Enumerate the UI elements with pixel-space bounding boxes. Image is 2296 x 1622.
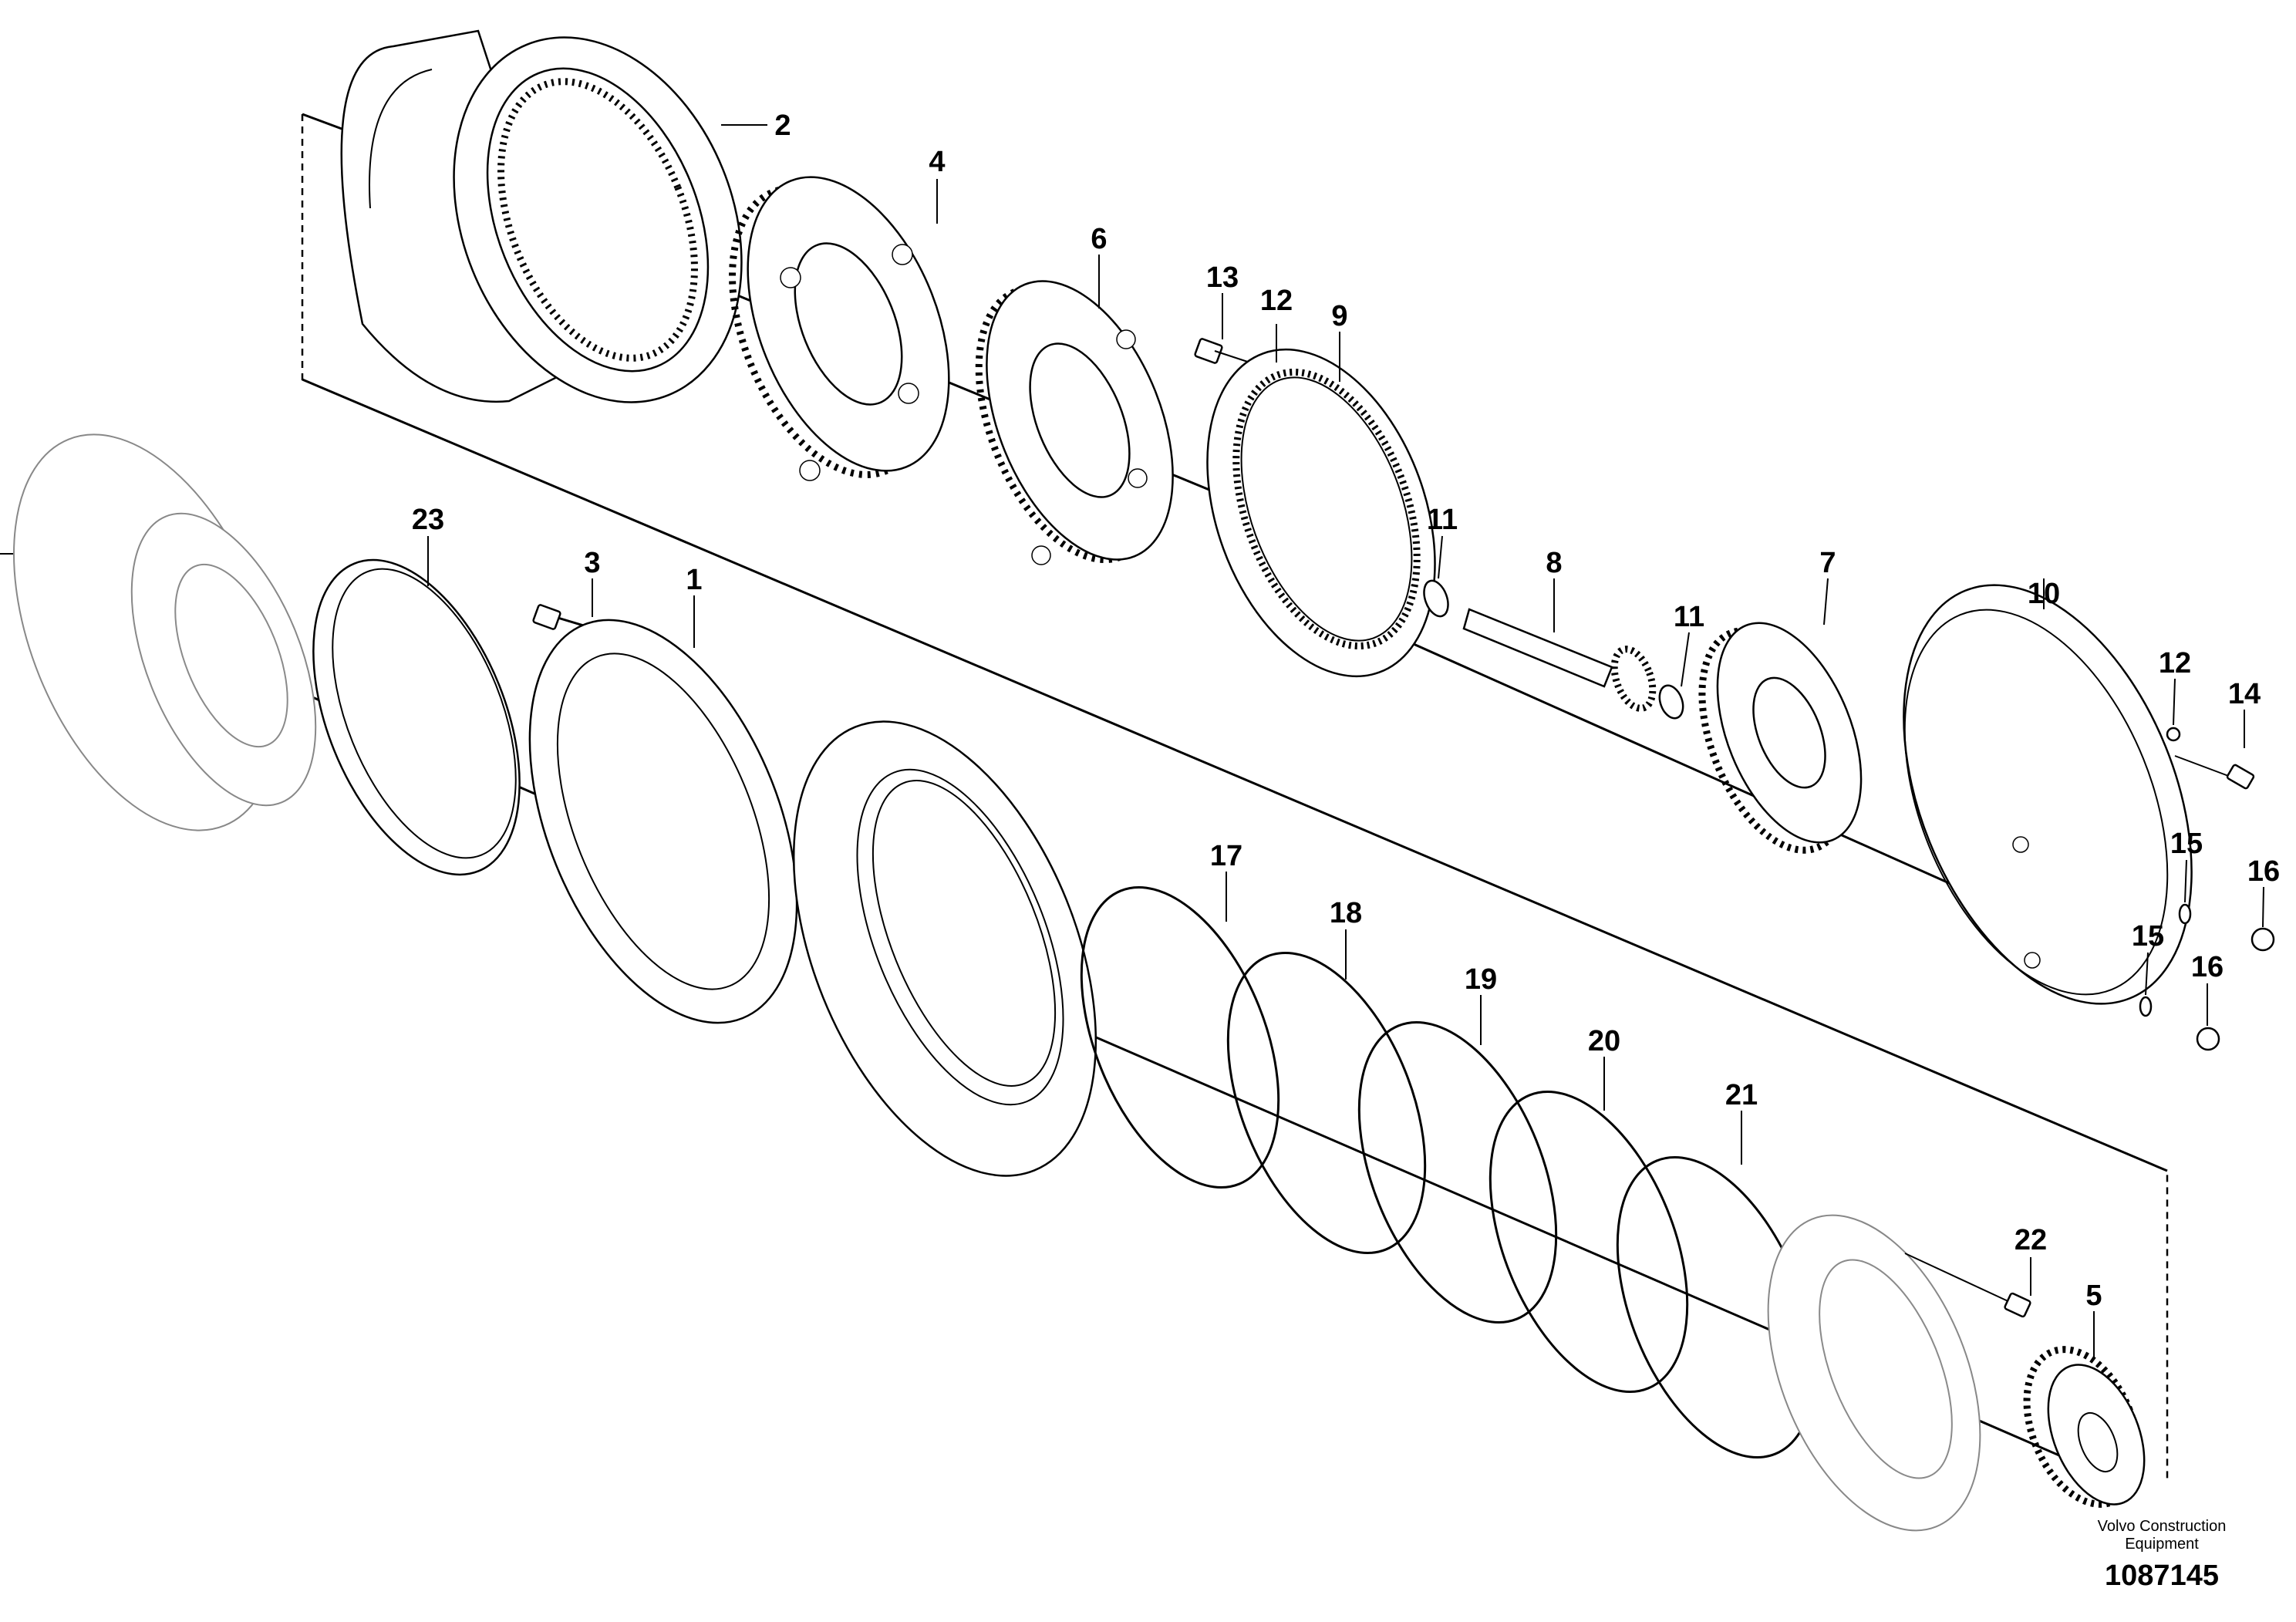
part-13-screw [1194, 338, 1269, 369]
part-4-planet-carrier [729, 176, 950, 481]
callout-21: 21 [1725, 1079, 1758, 1111]
callout-3: 3 [584, 547, 600, 579]
wheel-hub-reference [13, 433, 317, 831]
callout-4: 4 [929, 146, 945, 178]
part-20-o-ring [1489, 1091, 1689, 1393]
part-7-planet-carrier [1698, 622, 1863, 854]
part-9-internal-ring-gear [1206, 348, 1436, 678]
callout-11-b: 11 [1674, 601, 1704, 633]
bearing-flange-reference [1767, 1214, 1981, 1532]
part-16-nut [2250, 927, 2275, 952]
callout-13: 13 [1206, 261, 1239, 294]
part-14-screw [2174, 755, 2255, 790]
credit-line-1: Volvo Construction [2098, 1518, 2227, 1535]
part-12-washer-2 [2166, 727, 2181, 742]
callout-19: 19 [1465, 963, 1497, 996]
callout-1: 1 [686, 564, 702, 596]
callout-6: 6 [1091, 223, 1107, 255]
callout-leaders [427, 124, 2264, 1357]
callout-7: 7 [1819, 547, 1836, 579]
callout-12-b: 12 [2159, 647, 2191, 679]
part-15-washer-2 [2139, 996, 2153, 1017]
part-19-o-ring [1357, 1021, 1558, 1324]
callout-22: 22 [2014, 1224, 2047, 1256]
callout-9: 9 [1331, 300, 1347, 332]
callout-11: 11 [1427, 504, 1458, 536]
assembly-line-axis-upper [302, 378, 2168, 1172]
part-22-screw [1904, 1253, 2031, 1318]
part-6-planet-carrier [975, 280, 1174, 565]
callout-labels: 2 4 6 13 12 9 11 8 11 7 10 12 14 15 16 1… [412, 110, 2280, 1312]
dashed-assembly-line [301, 114, 2169, 1479]
part-10-cover [1903, 584, 2193, 1005]
part-5-pinion-gear [2023, 1346, 2146, 1508]
drawing-number: 1087145 [2105, 1560, 2219, 1592]
part-2-ring-gear-housing [340, 29, 743, 403]
part-18-o-ring [1226, 952, 1427, 1254]
callout-8: 8 [1546, 547, 1562, 579]
part-15-washer [2178, 903, 2192, 925]
callout-16-b: 16 [2191, 951, 2224, 983]
credit-line-2: Equipment [2125, 1536, 2199, 1553]
part-11-snap-ring-2 [1658, 684, 1684, 720]
callout-17: 17 [1210, 840, 1242, 872]
callout-12: 12 [1260, 285, 1293, 317]
part-23-seal [312, 558, 521, 876]
callout-23: 23 [412, 504, 444, 536]
callout-20: 20 [1588, 1025, 1620, 1057]
callout-5: 5 [2085, 1280, 2102, 1312]
callout-18: 18 [1330, 897, 1362, 929]
part-17-o-ring [1080, 886, 1280, 1189]
callout-2: 2 [774, 110, 791, 142]
brake-housing [792, 720, 1097, 1177]
part-16-nut-2 [2196, 1027, 2220, 1051]
part-11-snap-ring [1423, 579, 1449, 618]
callout-15: 15 [2170, 828, 2203, 860]
callout-14: 14 [2228, 678, 2261, 710]
callout-16: 16 [2247, 855, 2280, 888]
part-8-sun-gear-shaft [1462, 608, 1657, 712]
callout-10: 10 [2028, 578, 2060, 610]
callout-15-b: 15 [2132, 920, 2164, 953]
part-1-flange-ring [528, 619, 798, 1024]
